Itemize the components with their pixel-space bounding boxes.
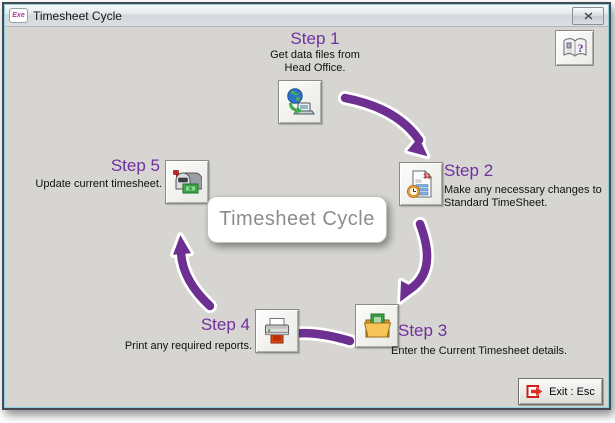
step-2-title: Step 2	[444, 161, 494, 180]
step-3-button[interactable]	[355, 304, 399, 348]
step-5-title: Step 5	[110, 156, 160, 175]
help-button[interactable]: ?	[555, 30, 594, 66]
exit-button-label: Exit : Esc	[549, 385, 595, 398]
window-frame: Exe Timesheet Cycle	[4, 4, 609, 408]
titlebar[interactable]: Exe Timesheet Cycle	[5, 5, 608, 27]
svg-text:31: 31	[423, 174, 431, 181]
step-5-button[interactable]	[165, 160, 209, 204]
step-4-button[interactable]	[255, 309, 299, 353]
step-1-description: Get data files from Head Office.	[270, 49, 360, 74]
timesheet-document-icon: 31	[407, 169, 433, 198]
app-icon-label: Exe	[12, 12, 25, 19]
app-window: Exe Timesheet Cycle	[2, 2, 611, 410]
step-1-title: Step 1	[290, 29, 340, 48]
close-icon	[584, 11, 592, 20]
window-title: Timesheet Cycle	[33, 8, 122, 23]
exit-arrow-icon	[526, 385, 544, 398]
folder-timesheet-icon	[363, 313, 392, 338]
step-2-description: Make any necessary changes to Standard T…	[444, 184, 602, 209]
step-1-button[interactable]	[278, 80, 322, 124]
arrow-step1-to-step2	[338, 91, 431, 160]
mailbox-update-icon	[173, 170, 202, 194]
close-button[interactable]	[572, 6, 604, 25]
center-title-panel: Timesheet Cycle	[207, 196, 387, 243]
step-4-title: Step 4	[200, 315, 250, 334]
step-3-description: Enter the Current Timesheet details.	[391, 345, 568, 357]
printer-icon	[265, 318, 289, 344]
step-4-description: Print any required reports.	[124, 340, 252, 352]
step-2-button[interactable]: 31	[399, 162, 443, 206]
center-title-label: Timesheet Cycle	[219, 208, 375, 230]
app-icon: Exe	[9, 8, 28, 23]
svg-text:?: ?	[577, 41, 583, 55]
exit-button[interactable]: Exit : Esc	[518, 378, 603, 405]
arrow-step4-to-step5	[170, 232, 217, 313]
arrow-step2-to-step3	[397, 217, 434, 305]
client-area: Step 1 Get data files from Head Office.	[5, 28, 608, 407]
help-book-icon: ?	[563, 38, 586, 57]
step-3-title: Step 3	[398, 321, 448, 340]
globe-download-icon	[287, 88, 315, 115]
step-5-description: Update current timesheet.	[35, 178, 162, 190]
